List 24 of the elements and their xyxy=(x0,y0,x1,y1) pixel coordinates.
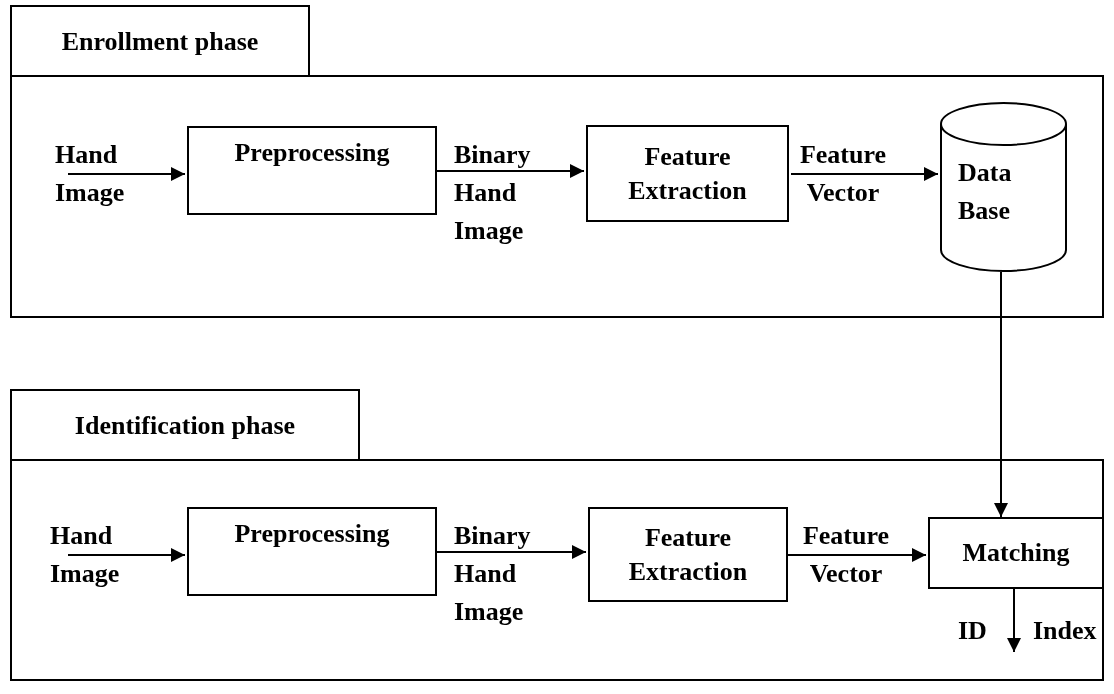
edge-label: Feature Vector xyxy=(801,520,891,590)
phase-tab-heading: Identification phase xyxy=(10,389,360,461)
edge-label: Feature Vector xyxy=(798,139,888,209)
phase-tab-heading: Enrollment phase xyxy=(10,5,310,77)
node-label: Data Base xyxy=(958,157,1013,227)
process-box: Feature Extraction xyxy=(586,125,789,222)
process-box: Matching xyxy=(928,517,1104,589)
output-label: Index xyxy=(1033,615,1097,647)
phase-panel xyxy=(10,389,1104,681)
edge-label: Hand Image xyxy=(50,520,121,590)
process-box: Preprocessing xyxy=(187,126,437,215)
edge-label: Binary Hand Image xyxy=(454,520,532,628)
arrow xyxy=(67,548,186,562)
phase-panel xyxy=(10,5,1104,318)
output-label: ID xyxy=(958,615,987,647)
database-cylinder xyxy=(940,102,1067,272)
process-box: Preprocessing xyxy=(187,507,437,596)
arrow xyxy=(790,167,939,181)
process-box: Feature Extraction xyxy=(588,507,788,602)
edge-label: Hand Image xyxy=(55,139,126,209)
arrow xyxy=(67,167,186,181)
arrow xyxy=(1007,588,1021,653)
arrow xyxy=(994,271,1008,518)
edge-label: Binary Hand Image xyxy=(454,139,532,247)
